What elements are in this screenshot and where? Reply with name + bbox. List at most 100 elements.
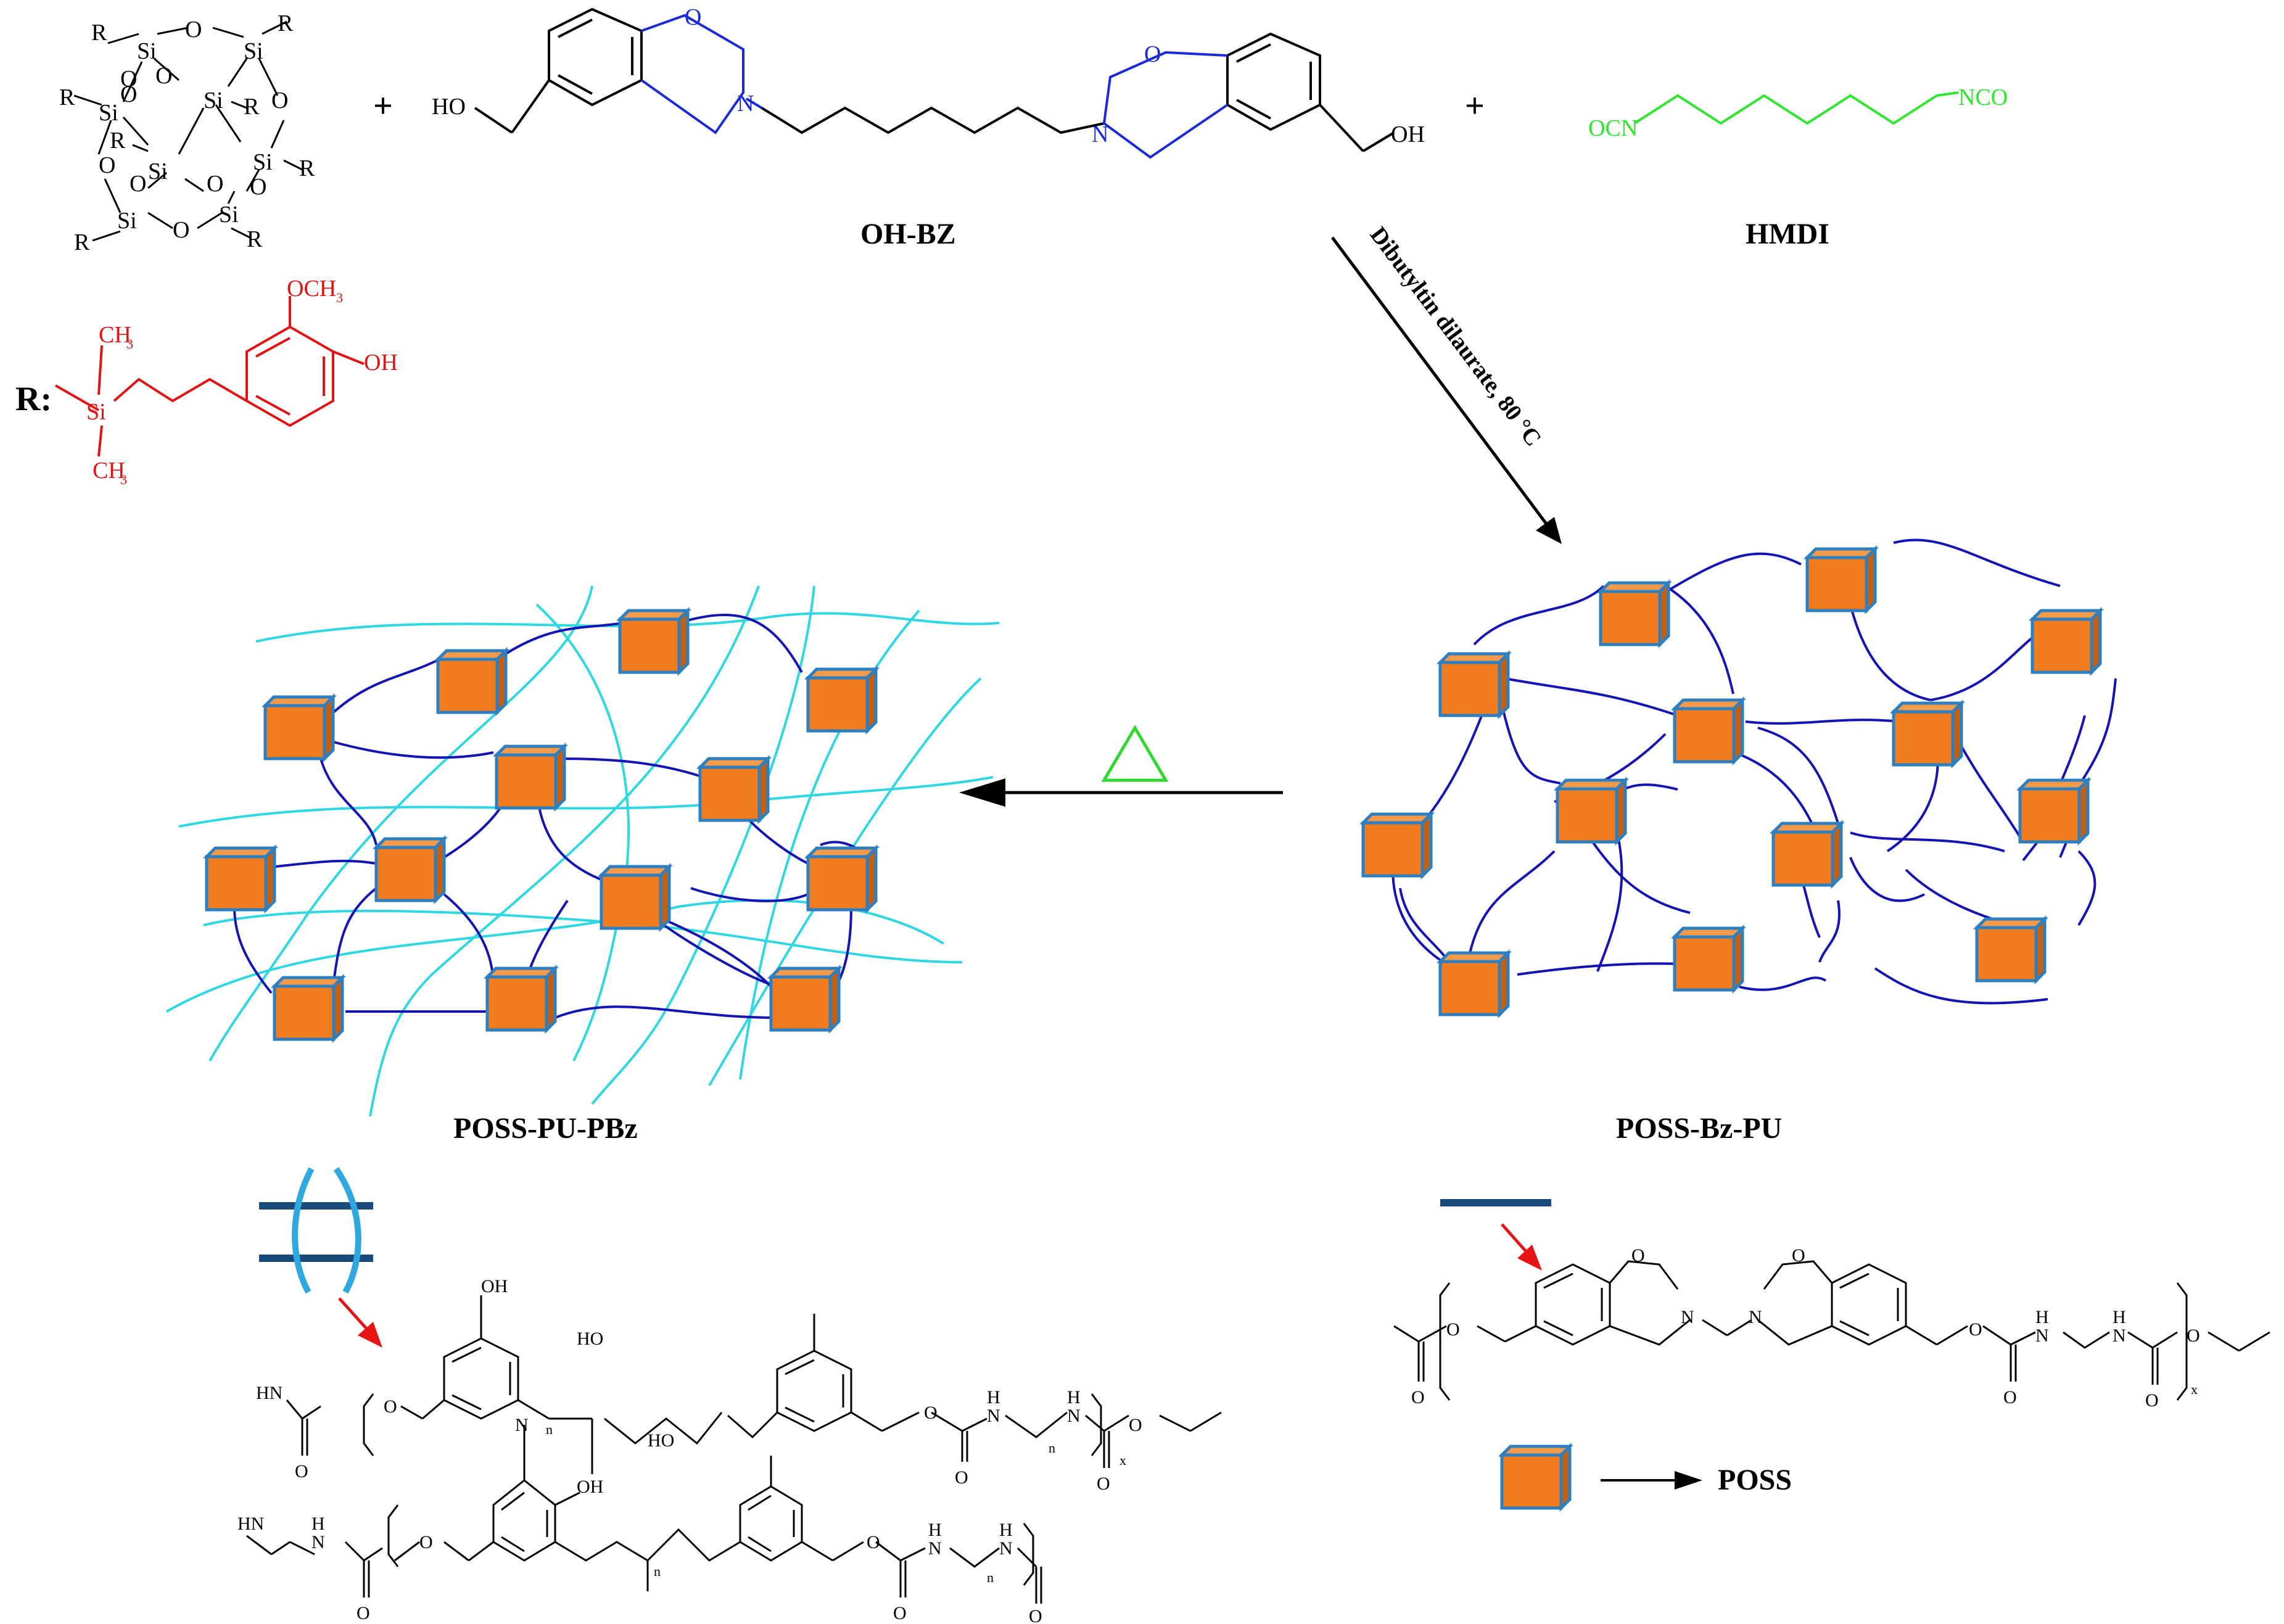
poss-cube-icon bbox=[620, 611, 688, 672]
label-r-group: R: bbox=[15, 380, 52, 418]
atom-ho: HO bbox=[648, 1430, 674, 1451]
atom-r: R bbox=[59, 84, 75, 110]
label-hmdi: HMDI bbox=[1746, 218, 1829, 250]
atom-o: O bbox=[893, 1603, 907, 1623]
poss-cube-icon bbox=[1440, 654, 1508, 715]
atom-n: N bbox=[1681, 1307, 1694, 1327]
atom-och3: OCH bbox=[287, 276, 336, 302]
plus-sign: + bbox=[1465, 87, 1485, 125]
atom-o: O bbox=[419, 1532, 433, 1552]
heat-triangle-icon bbox=[1101, 725, 1169, 782]
atom-ch3: CH bbox=[99, 322, 131, 348]
atom-hn: HN bbox=[237, 1514, 264, 1534]
oh-bz-structure bbox=[474, 7, 1395, 152]
poss-cube-icon bbox=[274, 978, 342, 1039]
label-poss-legend: POSS bbox=[1718, 1464, 1792, 1496]
reaction-arrowhead bbox=[1536, 517, 1562, 544]
reaction-arrow bbox=[1330, 236, 1553, 532]
poss-cube-icon bbox=[1773, 823, 1841, 885]
bz-pu-oxazine-rings bbox=[1609, 1260, 1833, 1346]
heating-arrowhead bbox=[959, 778, 1005, 807]
poss-cube-icon bbox=[438, 651, 506, 712]
poss-cube-icon bbox=[1675, 700, 1742, 762]
atom-si: Si bbox=[137, 38, 157, 64]
atom-o: O bbox=[384, 1396, 397, 1417]
poss-cube-icon bbox=[700, 759, 768, 820]
atom-r: R bbox=[244, 94, 260, 120]
subscript-x: x bbox=[2191, 1382, 2198, 1397]
r-group-atoms: Si CH 3 CH 3 OCH 3 OH bbox=[86, 276, 398, 487]
red-arrow-left bbox=[338, 1297, 382, 1348]
atom-si: Si bbox=[244, 38, 263, 64]
atom-si: Si bbox=[148, 159, 168, 184]
atom-n: N bbox=[2035, 1325, 2049, 1346]
atom-n: N bbox=[515, 1415, 529, 1435]
atom-h: H bbox=[2113, 1307, 2126, 1327]
atom-o: O bbox=[130, 171, 146, 197]
label-oh-bz: OH-BZ bbox=[860, 218, 956, 250]
atom-o: O bbox=[185, 17, 202, 43]
poss-cube-icon bbox=[601, 867, 669, 928]
atom-o: O bbox=[1446, 1319, 1460, 1340]
atom-o: O bbox=[2003, 1387, 2017, 1408]
atom-nco: NCO bbox=[1958, 84, 2008, 110]
atom-oh: OH bbox=[577, 1477, 603, 1497]
red-arrow-right bbox=[1501, 1223, 1542, 1271]
atom-n: N bbox=[1067, 1406, 1081, 1426]
atom-o: O bbox=[1969, 1319, 1982, 1340]
subscript-n: n bbox=[546, 1422, 553, 1437]
atom-o: O bbox=[1097, 1474, 1110, 1494]
atom-oh: OH bbox=[481, 1276, 508, 1296]
atom-n: N bbox=[999, 1538, 1013, 1559]
atom-o: O bbox=[924, 1403, 938, 1423]
atom-o: O bbox=[1129, 1415, 1142, 1435]
atom-o: O bbox=[1029, 1606, 1042, 1624]
atom-n: N bbox=[737, 91, 754, 117]
poss-cube-icon bbox=[487, 968, 555, 1030]
atom-o: O bbox=[1631, 1245, 1645, 1266]
oh-bz-oxazine-rings bbox=[640, 14, 1229, 159]
atom-o: O bbox=[295, 1461, 308, 1482]
poss-cube-icon bbox=[1977, 919, 2045, 981]
plus-sign: + bbox=[373, 87, 393, 125]
atom-o: O bbox=[271, 88, 288, 113]
atom-o: O bbox=[955, 1467, 968, 1488]
poss-cube-icon bbox=[808, 848, 876, 910]
subscript-x: x bbox=[1119, 1453, 1126, 1468]
poss-cube-icon bbox=[1807, 549, 1875, 611]
poss-cube-icon bbox=[1675, 928, 1742, 990]
poss-cube-icon bbox=[1440, 953, 1508, 1015]
atom-n: N bbox=[987, 1406, 1000, 1426]
atom-ho: HO bbox=[432, 94, 466, 120]
atom-o: O bbox=[685, 4, 701, 30]
bz-pu-polymer-structure bbox=[1393, 1263, 2270, 1401]
atom-n: N bbox=[1092, 122, 1108, 147]
poss-legend-cube-icon bbox=[1502, 1446, 1570, 1508]
atom-h: H bbox=[999, 1520, 1013, 1540]
poss-cube-icon bbox=[808, 669, 876, 731]
atom-si: Si bbox=[204, 88, 223, 113]
atom-si: Si bbox=[86, 399, 106, 425]
atom-o: O bbox=[867, 1532, 880, 1552]
poss-cube-icon bbox=[2032, 611, 2100, 672]
poss-legend-arrowhead bbox=[1675, 1471, 1702, 1490]
atom-oh: OH bbox=[364, 350, 398, 376]
atom-h: H bbox=[311, 1514, 325, 1534]
atom-o: O bbox=[357, 1603, 370, 1623]
hmdi-structure: OCN NCO bbox=[1588, 84, 2008, 141]
atom-ocn: OCN bbox=[1588, 115, 1638, 141]
label-condition: Dibutyltin dilaurate, 80 °C bbox=[1365, 222, 1546, 451]
atom-o: O bbox=[250, 174, 266, 200]
poss-cube-icon bbox=[2020, 780, 2088, 842]
poss-cube-icon bbox=[771, 968, 839, 1030]
poss-pu-pbz-cubes bbox=[207, 611, 876, 1039]
atom-hn: HN bbox=[256, 1383, 282, 1403]
oh-bz-atoms: O N O N HO OH bbox=[432, 4, 1425, 147]
subscript-3: 3 bbox=[126, 336, 133, 352]
atom-h: H bbox=[1067, 1387, 1081, 1408]
pbz-crosslink-symbol bbox=[259, 1167, 373, 1294]
pbz-polymer-atoms: HN O O OH N n HO O O H N n H N O O x HN … bbox=[237, 1276, 1142, 1624]
atom-r: R bbox=[91, 20, 107, 46]
subscript-n: n bbox=[987, 1570, 994, 1585]
atom-n: N bbox=[311, 1532, 325, 1552]
